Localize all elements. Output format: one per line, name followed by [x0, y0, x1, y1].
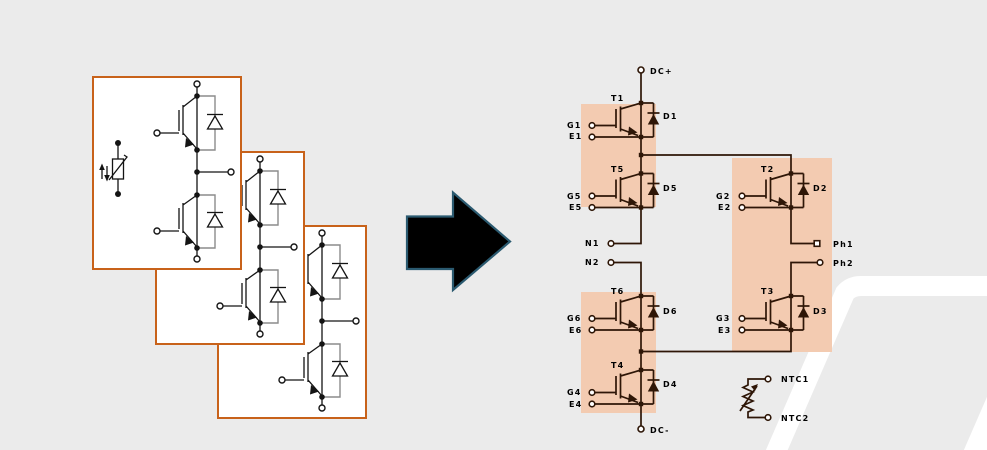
label-d2: D2: [813, 184, 828, 193]
terminal-n1: [607, 239, 615, 248]
label-e2: E2: [718, 203, 731, 212]
schematic-wiring: [614, 73, 817, 426]
label-dc-minus: DC-: [650, 426, 670, 435]
label-g1: G1: [567, 121, 582, 130]
label-e6: E6: [569, 326, 582, 335]
label-ph2: Ph2: [833, 259, 854, 268]
arrow-shape: [405, 190, 512, 293]
label-ntc1: NTC1: [781, 375, 809, 384]
label-t5: T5: [611, 165, 624, 174]
terminal-ntc2: [764, 413, 772, 422]
terminal-ph1: [813, 239, 821, 248]
terminal-dc-minus: [637, 425, 645, 433]
label-g5: G5: [567, 192, 582, 201]
label-t1: T1: [611, 94, 624, 103]
swoosh-band: [765, 276, 987, 450]
label-n2: N2: [585, 258, 600, 267]
label-n1: N1: [585, 239, 600, 248]
swoosh-decoration: [765, 276, 987, 450]
transform-arrow: [405, 190, 512, 293]
terminal-ntc1: [764, 375, 772, 383]
label-g2: G2: [716, 192, 731, 201]
label-d4: D4: [663, 380, 678, 389]
label-d6: D6: [663, 307, 678, 316]
half-bridge-circuit-1: [99, 80, 235, 263]
terminal-n2: [607, 258, 615, 267]
label-ph1: Ph1: [833, 240, 854, 249]
label-e5: E5: [569, 203, 582, 212]
label-d5: D5: [663, 184, 678, 193]
thermistor-symbol: [99, 140, 128, 197]
label-g6: G6: [567, 314, 582, 323]
label-e4: E4: [569, 400, 582, 409]
power-module-schematic: DC+ DC- T1 D1 G1 E1 T5 D5 G5 E5 N1 N2 T2…: [567, 66, 854, 435]
label-t3: T3: [761, 287, 774, 296]
terminal-dc-plus: [637, 66, 645, 74]
label-g4: G4: [567, 388, 582, 397]
label-g3: G3: [716, 314, 731, 323]
module-card-1: [92, 76, 242, 270]
label-t6: T6: [611, 287, 624, 296]
label-ntc2: NTC2: [781, 414, 809, 423]
label-e1: E1: [569, 132, 582, 141]
ntc-thermistor: [739, 375, 772, 422]
highlight-t2-t3: [732, 158, 832, 352]
label-e3: E3: [718, 326, 731, 335]
terminal-ph2: [816, 258, 824, 267]
label-d1: D1: [663, 112, 678, 121]
label-t4: T4: [611, 361, 624, 370]
label-d3: D3: [813, 307, 828, 316]
label-t2: T2: [761, 165, 774, 174]
swoosh-corner: [963, 396, 987, 450]
label-dc-plus: DC+: [650, 67, 673, 76]
